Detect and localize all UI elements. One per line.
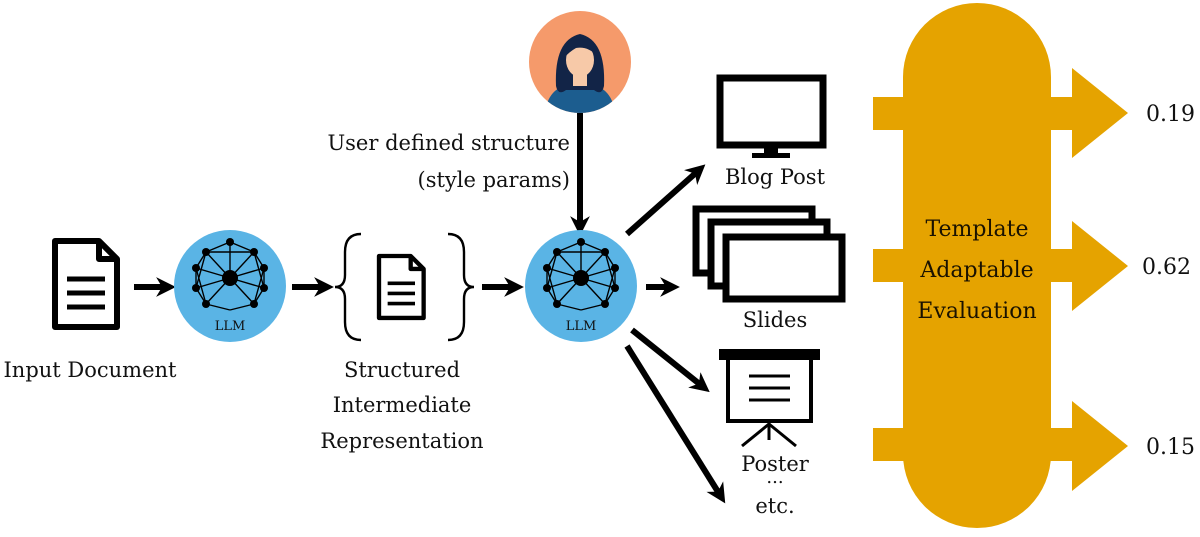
llm-left-label: LLM (214, 319, 246, 334)
input-document-label: Input Document (3, 358, 177, 382)
user-avatar (529, 11, 631, 113)
intermediate-label-line-3: Representation (320, 429, 484, 453)
arrow-llm-to-poster (630, 327, 710, 393)
arrow-llm-to-blog (625, 164, 706, 237)
intermediate-label-line-1: Structured (343, 358, 461, 382)
slides-icon (692, 205, 846, 303)
monitor-icon (716, 74, 827, 158)
blog-post-label: Blog Post (724, 165, 826, 189)
user-structure-label-line-1: User defined structure (327, 131, 570, 155)
eval-arrow-out-2 (1045, 221, 1128, 311)
poster-screen-icon (719, 349, 820, 448)
evaluation-label-line-2: Adaptable (920, 258, 1034, 283)
score-blog: 0.19 (1146, 102, 1195, 127)
poster-label: Poster (741, 452, 809, 476)
eval-arrow-in-3 (873, 428, 913, 461)
score-slides: 0.62 (1142, 255, 1191, 280)
eval-arrow-out-1 (1045, 68, 1128, 158)
llm-right-label: LLM (565, 319, 597, 334)
ellipsis-label: ... (766, 467, 784, 488)
llm-right-icon (525, 230, 637, 342)
left-brace-icon (334, 232, 362, 342)
right-brace-icon (447, 232, 475, 342)
eval-arrow-in-1 (873, 97, 913, 130)
slides-label: Slides (742, 308, 808, 332)
input-document-icon (55, 241, 117, 327)
llm-left-icon (174, 230, 286, 342)
score-poster: 0.15 (1146, 435, 1195, 460)
eval-arrow-out-3 (1045, 401, 1128, 491)
etc-label: etc. (755, 494, 795, 518)
intermediate-document-icon (379, 256, 424, 318)
intermediate-label-line-2: Intermediate (332, 393, 472, 417)
evaluation-label-line-1: Template (925, 217, 1029, 242)
evaluation-label-line-3: Evaluation (917, 299, 1037, 324)
user-structure-label-line-2: (style params) (417, 168, 571, 192)
arrow-llm-to-etc (624, 344, 726, 504)
evaluation-capsule (903, 3, 1051, 528)
eval-arrow-in-2 (873, 249, 913, 282)
